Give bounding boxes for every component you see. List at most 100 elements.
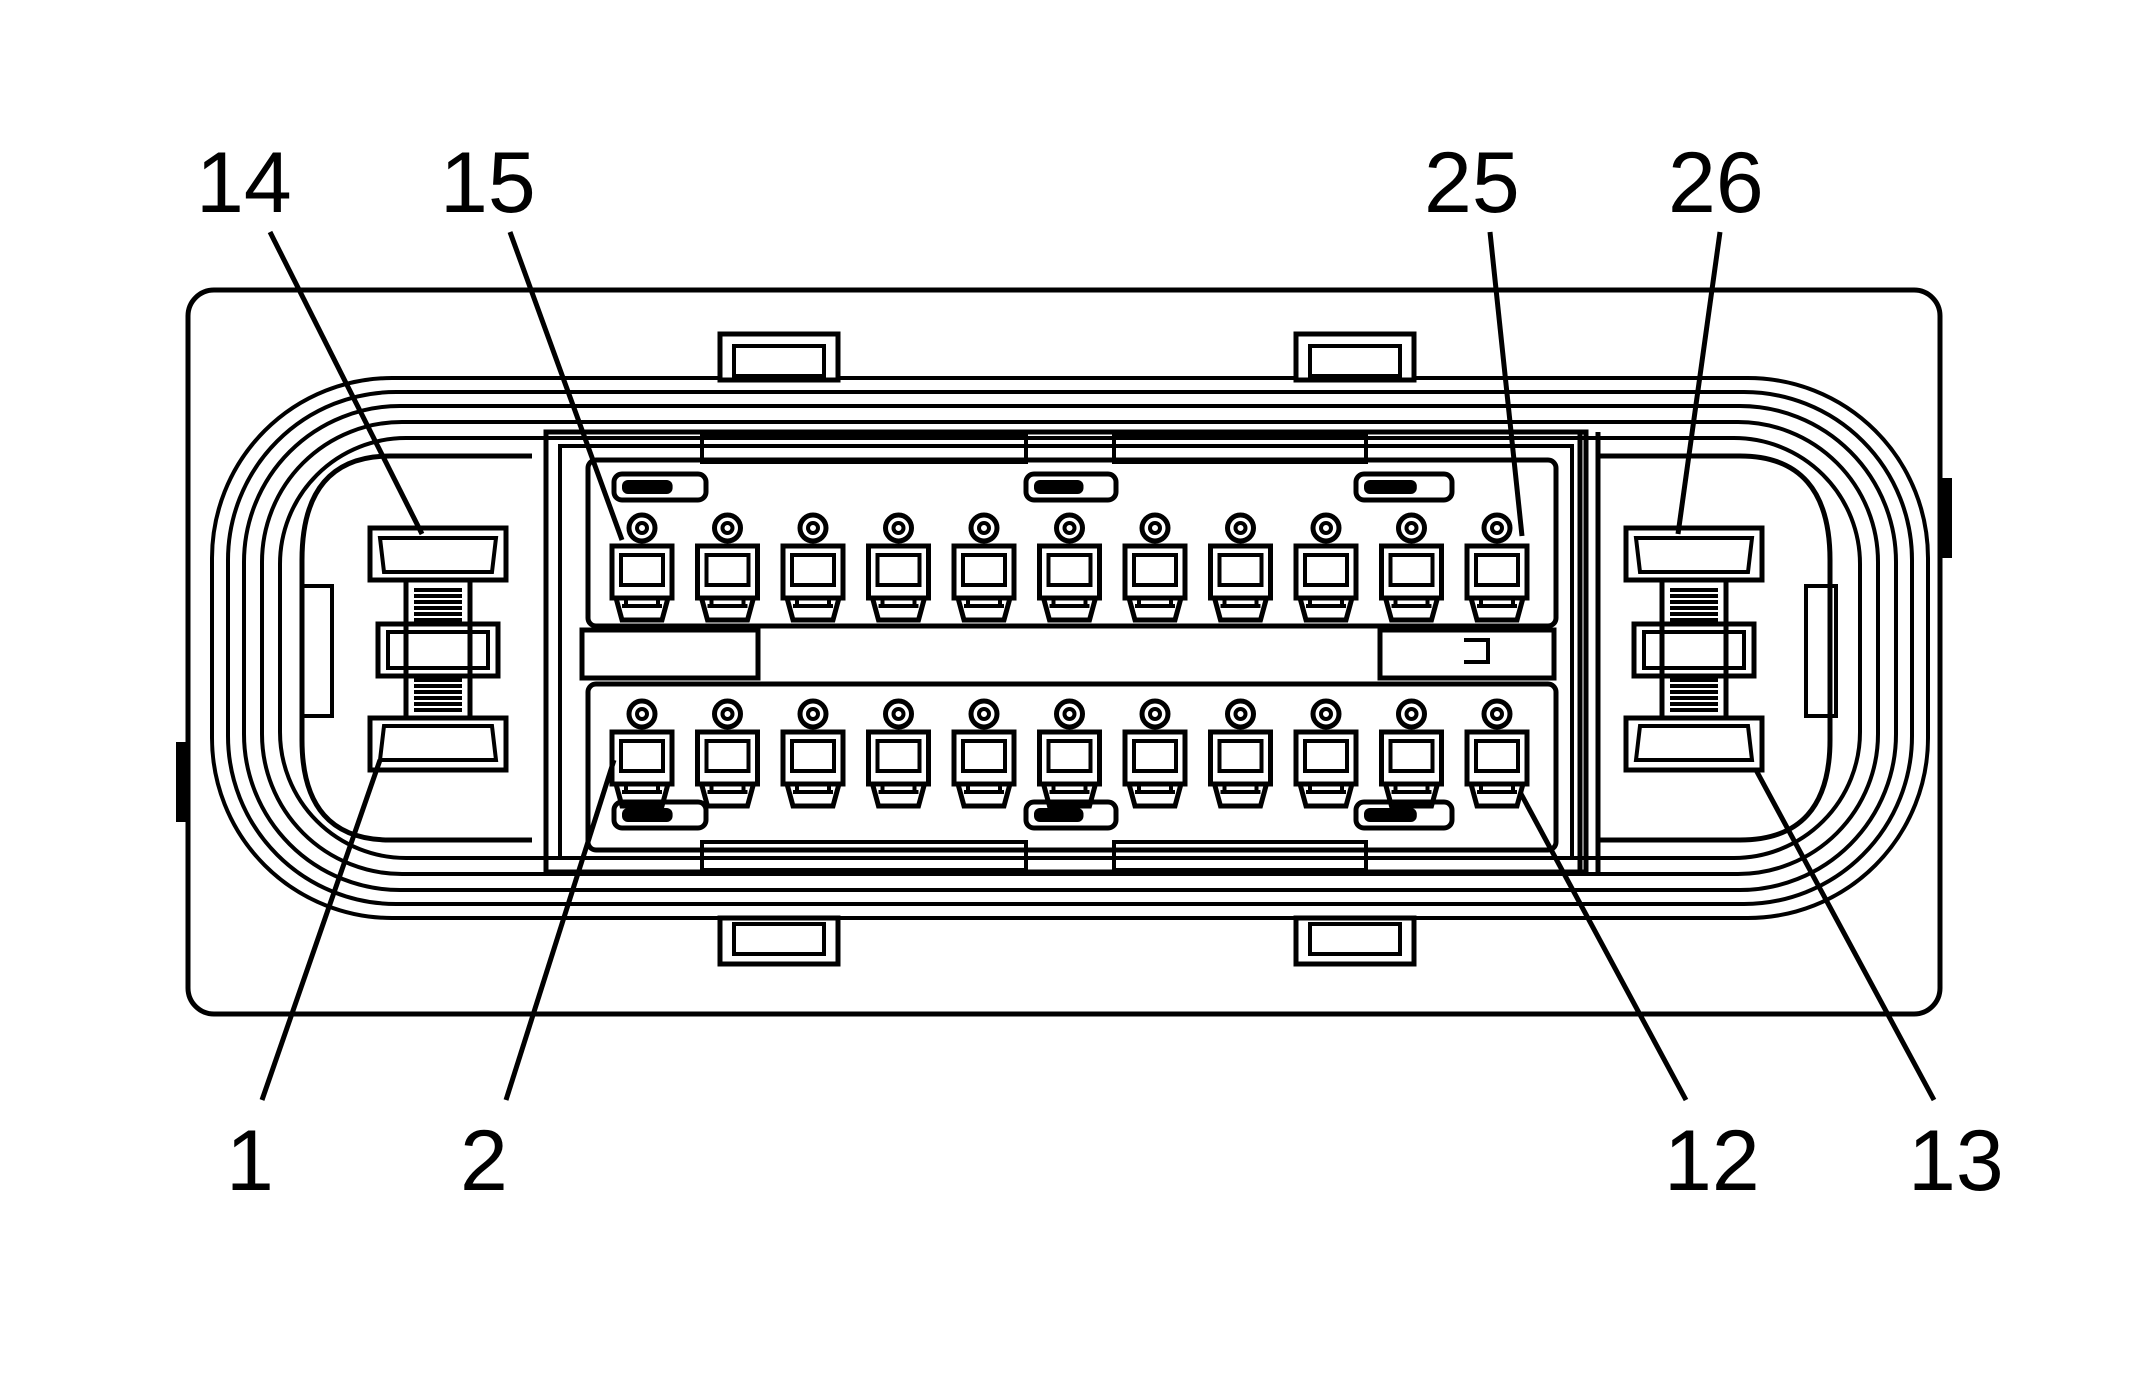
- pin-cavity-bottom-8-tab: [1212, 783, 1269, 809]
- end-cavity-left-stem: [403, 577, 473, 721]
- latch-bottom-left: [717, 915, 841, 967]
- pin-cavity-top-2-contact-inner: [720, 521, 735, 535]
- pin-row-top: [609, 512, 1530, 623]
- pin-cavity-top-4: [866, 512, 931, 623]
- pin-cavity-bottom-5-tab: [955, 783, 1013, 809]
- pin-cavity-bottom-10-body-inner: [1388, 739, 1435, 773]
- pin-labels-top: 14 15 25 26: [196, 135, 1764, 231]
- pin-cavity-top-1-contact-outer: [626, 512, 658, 544]
- insert-frame: [543, 429, 1601, 875]
- pin-cavity-top-1-tab: [613, 597, 671, 623]
- pin-label-26: 26: [1668, 135, 1764, 231]
- pin-cavity-top-7-contact-inner: [1148, 521, 1162, 535]
- pin-cavity-top-9-body: [1293, 543, 1359, 601]
- pin-cavity-bottom-6-contact-inner: [1062, 707, 1077, 721]
- latch-bottom-right: [1293, 915, 1417, 967]
- pin-labels-bottom: 1 2 12 13: [226, 1113, 2004, 1209]
- pin-cavity-top-7-tab: [1126, 597, 1184, 623]
- pin-cavity-top-10: [1379, 512, 1444, 623]
- pin-cavity-top-6-body-inner: [1046, 553, 1093, 587]
- pin-label-2: 2: [460, 1113, 508, 1209]
- pin-cavity-bottom-7-body: [1122, 729, 1188, 787]
- clip-bottom-right-fill: [1364, 808, 1417, 822]
- pin-cavity-bottom-1-tab: [613, 783, 671, 809]
- pin-cavity-bottom-10-contact-outer: [1396, 698, 1427, 730]
- pin-cavity-top-8-tab: [1212, 597, 1269, 623]
- end-cavity-right-collar: [1631, 621, 1757, 679]
- pin-cavity-bottom-7-tab: [1126, 783, 1184, 809]
- pin-cavity-bottom-5-body-inner: [961, 739, 1007, 773]
- pin-cavity-top-6-body: [1037, 543, 1102, 601]
- pin-cavity-bottom-3-contact-inner: [806, 707, 820, 721]
- pin-cavity-top-2-body: [695, 543, 760, 601]
- end-cavity-right-lower-bevel: [1633, 724, 1755, 762]
- pin-cavity-bottom-11-contact-inner: [1490, 707, 1504, 721]
- pin-cavity-bottom-7-contact-outer: [1139, 698, 1171, 730]
- pin-cavity-top-3-tab: [784, 597, 842, 623]
- pin-cavity-bottom-8-contact-inner: [1233, 707, 1248, 721]
- pin-cavity-top-7-body: [1122, 543, 1188, 601]
- pin-cavity-bottom-4: [866, 698, 931, 809]
- pin-label-15: 15: [440, 135, 536, 231]
- pin-cavity-top-9: [1293, 512, 1359, 623]
- end-cavity-left-collar: [375, 621, 501, 679]
- pin-cavity-bottom-9-body: [1293, 729, 1359, 787]
- pin-cavity-bottom-4-body: [866, 729, 931, 787]
- pin-cavity-top-10-contact-outer: [1396, 512, 1427, 544]
- leader-line-14: [267, 230, 425, 536]
- pin-cavity-bottom-3: [780, 698, 846, 809]
- pin-label-12: 12: [1664, 1113, 1760, 1209]
- pin-cavity-top-9-contact-inner: [1319, 521, 1333, 535]
- pin-cavity-top-11-body: [1464, 543, 1530, 601]
- pin-cavity-top-9-body-inner: [1303, 553, 1349, 587]
- pin-cavity-bottom-9-tab: [1297, 783, 1355, 809]
- clip-top-center: [1023, 471, 1119, 503]
- end-cavity-left: [367, 525, 509, 773]
- pin-cavity-bottom-8-contact-outer: [1225, 698, 1256, 730]
- end-cavity-left-collar-inner: [386, 630, 490, 670]
- pin-cavity-top-6-contact-inner: [1062, 521, 1077, 535]
- pin-cavity-bottom-2-contact-outer: [712, 698, 743, 730]
- pin-cavity-bottom-3-contact-outer: [797, 698, 829, 730]
- pin-cavity-bottom-11-contact-outer: [1481, 698, 1513, 730]
- pin-cavity-top-6-tab: [1041, 597, 1098, 623]
- pin-label-1: 1: [226, 1113, 274, 1209]
- pin-cavity-bottom-8-body: [1208, 729, 1273, 787]
- pin-cavity-top-8-body-inner: [1217, 553, 1264, 587]
- leader-line-12: [1517, 790, 1689, 1102]
- pin-cavity-bottom-4-tab: [870, 783, 927, 809]
- pin-cavity-bottom-2-contact-inner: [720, 707, 735, 721]
- connector-housing: [185, 287, 1943, 1017]
- pin-cavity-bottom-11-body-inner: [1474, 739, 1520, 773]
- leader-line-1: [259, 759, 383, 1101]
- pin-cavity-bottom-6-body: [1037, 729, 1102, 787]
- pin-cavity-top-9-tab: [1297, 597, 1355, 623]
- pin-cavity-bottom-4-contact-outer: [883, 698, 914, 730]
- pin-cavity-bottom-5: [951, 698, 1017, 809]
- leader-line-15: [507, 231, 625, 541]
- pin-cavity-bottom-1-contact-inner: [635, 707, 649, 721]
- lower-cavity-block: [585, 681, 1559, 872]
- pin-cavity-bottom-8-body-inner: [1217, 739, 1264, 773]
- pin-cavity-top-10-tab: [1383, 597, 1440, 623]
- clip-top-right-fill: [1364, 480, 1417, 494]
- pin-cavity-bottom-7-contact-inner: [1148, 707, 1162, 721]
- pin-cavity-top-7: [1122, 512, 1188, 623]
- side-compartment-right: [1600, 453, 1838, 843]
- pin-label-14: 14: [196, 135, 292, 231]
- end-cavity-right-stem: [1659, 577, 1729, 721]
- pin-cavity-top-6-contact-outer: [1054, 512, 1085, 544]
- pin-cavity-bottom-11-tab: [1468, 783, 1526, 809]
- leader-line-13: [1753, 768, 1937, 1102]
- end-cavity-right: [1623, 525, 1765, 773]
- pin-cavity-bottom-1: [609, 698, 675, 809]
- pin-cavity-bottom-2: [695, 698, 760, 809]
- pin-cavity-top-1-contact-inner: [635, 521, 649, 535]
- clip-bottom-left-fill: [622, 808, 673, 822]
- latch-top-left: [717, 331, 841, 383]
- pin-cavity-bottom-2-body: [695, 729, 760, 787]
- leader-line-2: [503, 759, 617, 1101]
- pin-cavity-bottom-3-body-inner: [790, 739, 836, 773]
- pin-cavity-bottom-2-body-inner: [704, 739, 751, 773]
